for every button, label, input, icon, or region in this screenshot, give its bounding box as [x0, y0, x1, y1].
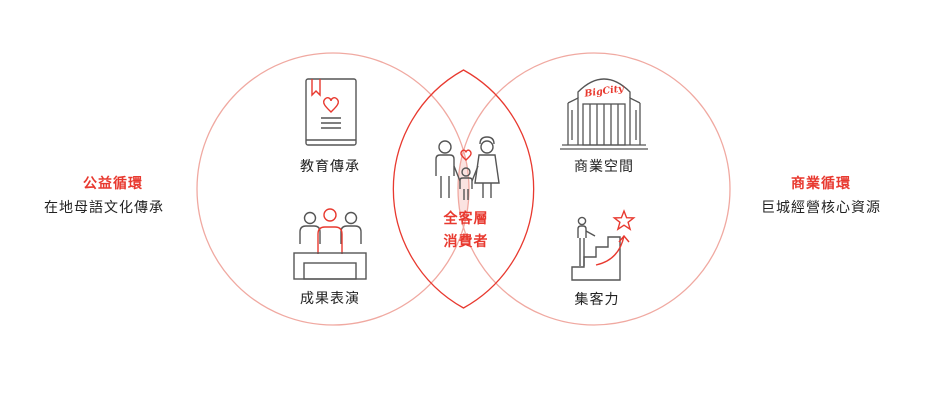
commercial-space-label: 商業空間 — [574, 159, 634, 175]
right-title: 商業循環 — [791, 176, 851, 192]
overlap-outline — [392, 69, 535, 309]
performance-label: 成果表演 — [300, 291, 360, 307]
right-circle — [457, 52, 731, 326]
left-subtitle: 在地母語文化傳承 — [44, 200, 164, 216]
left-circle — [196, 52, 470, 326]
center-label-line1: 全客層 — [443, 211, 489, 227]
mall-building-icon: BigCity — [560, 78, 648, 150]
book-heart-icon — [305, 78, 357, 146]
education-label: 教育傳承 — [300, 159, 360, 175]
audience-stage-icon — [293, 208, 367, 280]
building-sign: BigCity — [583, 83, 626, 100]
family-icon — [435, 136, 500, 200]
crowd-draw-label: 集客力 — [574, 292, 620, 308]
stairs-star-icon — [571, 209, 636, 281]
left-title: 公益循環 — [83, 176, 143, 192]
right-subtitle: 巨城經營核心資源 — [761, 200, 881, 216]
center-label-line2: 消費者 — [443, 234, 489, 250]
